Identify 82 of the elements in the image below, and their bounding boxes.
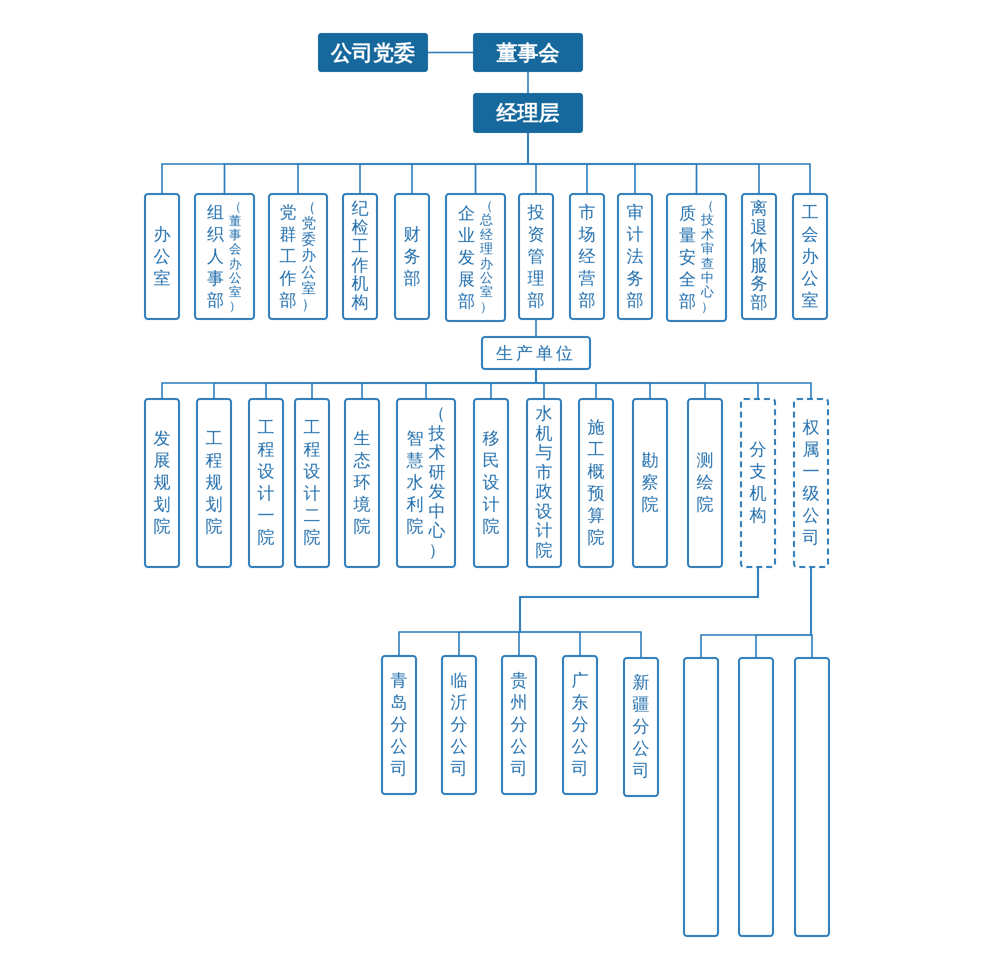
department-name: 投资管理部 [527, 202, 545, 312]
department-box [518, 193, 554, 320]
department-box [793, 398, 829, 568]
department-box [144, 193, 180, 320]
department-name: 市场经营部 [578, 202, 596, 312]
department-name: 测绘院 [696, 450, 714, 516]
department-name: 移民设计院 [482, 428, 500, 538]
department-name: 工程规划院 [205, 428, 223, 538]
leadership-box [473, 93, 583, 133]
department-name: 质量安全部 [678, 202, 697, 312]
connector-line [810, 568, 813, 657]
department-note: （技术审查中心） [700, 200, 714, 315]
department-box [194, 193, 255, 320]
department-name: 财务部 [403, 224, 421, 290]
department-box [578, 398, 614, 568]
department-box [526, 398, 562, 568]
department-box [396, 398, 456, 568]
department-name: 权属一级公司 [802, 417, 820, 549]
department-box [617, 193, 653, 320]
department-box [623, 657, 659, 797]
department-note: （总经理办公室） [480, 200, 494, 315]
department-box [196, 398, 232, 568]
department-name: 企业发展部 [458, 202, 476, 312]
connector-line [428, 52, 473, 54]
department-box [268, 193, 328, 320]
department-name: 工程设计一院 [257, 417, 275, 549]
department-name: 临沂分公司 [450, 670, 468, 780]
department-box [144, 398, 180, 568]
department-name: 贵州分公司 [510, 670, 528, 780]
department-name: 广东分公司 [571, 670, 589, 780]
department-name: 审计法务部 [626, 202, 644, 312]
company-box [738, 657, 774, 937]
department-box [569, 193, 605, 320]
department-box [441, 655, 477, 795]
department-box [562, 655, 598, 795]
unit-box [481, 336, 591, 370]
department-box [394, 193, 430, 320]
department-name: 生产单位 [496, 342, 576, 364]
department-note: （技术研发中心） [428, 405, 446, 561]
department-name: 分支机构 [749, 439, 767, 527]
department-name: 组织人事部 [206, 202, 225, 312]
department-box [792, 193, 828, 320]
department-box [687, 398, 723, 568]
department-box [632, 398, 668, 568]
department-box [248, 398, 284, 568]
department-name: 工程设计二院 [303, 417, 321, 549]
department-box [740, 398, 776, 568]
department-box [473, 398, 509, 568]
leadership-box [473, 33, 583, 72]
department-name: 工会办公室 [801, 202, 819, 312]
connector-line [527, 133, 811, 193]
department-name: 水机与市政设计院 [535, 405, 553, 561]
department-name: 办公室 [153, 224, 171, 290]
connector-line [527, 72, 529, 93]
department-name: 发展规划院 [153, 428, 171, 538]
leadership-label: 经理层 [496, 100, 560, 127]
company-box [794, 657, 830, 937]
department-box [741, 193, 777, 320]
department-box [344, 398, 380, 568]
department-note: （党委办公室） [301, 200, 317, 313]
department-box [381, 655, 417, 795]
connector-line [535, 320, 537, 336]
department-name: 勘察院 [641, 450, 659, 516]
department-name: 青岛分公司 [390, 670, 408, 780]
leadership-label: 公司党委 [331, 40, 415, 66]
connector-line [535, 370, 812, 398]
department-note: （董事会办公室） [228, 200, 242, 313]
department-box [501, 655, 537, 795]
company-box [683, 657, 719, 937]
department-box [666, 193, 727, 322]
department-name: 新疆分公司 [632, 672, 650, 782]
leadership-box [318, 33, 428, 72]
department-name: 施工概预算院 [587, 417, 605, 549]
department-name: 生态环境院 [353, 428, 371, 538]
department-box [342, 193, 378, 320]
department-box [294, 398, 330, 568]
leadership-label: 董事会 [496, 40, 560, 66]
department-name: 智慧水利院 [406, 428, 424, 538]
department-box [445, 193, 506, 322]
department-name: 纪检工作机构 [351, 200, 369, 313]
department-name: 离退休服务部 [750, 200, 768, 313]
department-name: 党群工作部 [279, 202, 298, 312]
